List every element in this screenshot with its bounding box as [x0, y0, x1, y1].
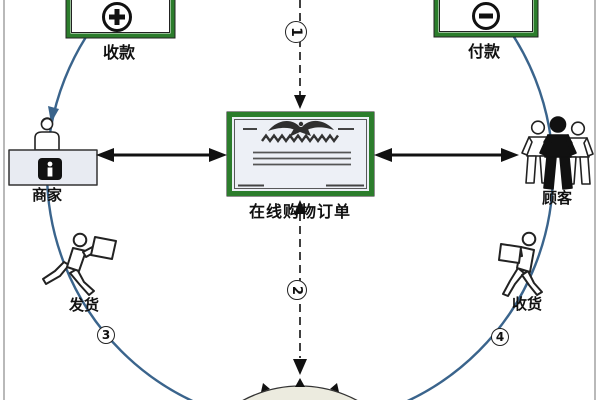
runner-torso [66, 247, 87, 272]
merchant-label: 商家 [31, 186, 63, 204]
runner-front-leg [69, 268, 95, 296]
info-icon [38, 158, 62, 180]
step-4-number: 4 [495, 330, 505, 344]
ship-goods-label: 发货 [68, 296, 100, 314]
step-3-number: 3 [101, 328, 111, 342]
step-2-number: 2 [289, 285, 305, 295]
merchant-hair [41, 117, 51, 123]
order-customer-arrow [374, 148, 519, 162]
ship-goods-figure [42, 232, 117, 296]
step-1-number: 1 [288, 27, 304, 37]
right-border-line [594, 0, 596, 400]
doc-signature-zigzag [261, 133, 339, 144]
globe [242, 378, 358, 400]
merchant-figure [8, 117, 98, 186]
customer-center [539, 116, 577, 190]
make-payment-label: 付款 [467, 42, 501, 61]
plus-icon [102, 2, 132, 32]
runner-back-leg [42, 261, 70, 285]
receive-goods-label: 收货 [511, 295, 543, 313]
runner-head [72, 232, 88, 248]
left-border-line [3, 0, 5, 400]
globe-spike-right [330, 383, 339, 392]
walker-head [521, 231, 537, 247]
step-1-badge: 1 [285, 21, 307, 43]
globe-spike-left [261, 383, 270, 392]
step-3-badge: 3 [97, 326, 115, 344]
runner-parcel [90, 236, 117, 260]
order-label: 在线购物订单 [248, 202, 352, 221]
customer-figures [521, 116, 594, 190]
cycle-arrowhead-to-merchant [48, 106, 59, 123]
walker-right-leg [521, 270, 543, 296]
receive-goods-figure [498, 231, 543, 297]
walker-left-leg [502, 267, 525, 297]
walker-parcel [498, 243, 522, 264]
customer-label: 顾客 [541, 189, 573, 207]
step-2-badge: 2 [287, 280, 307, 300]
minus-icon [472, 2, 500, 30]
top-dashed-arrow [294, 0, 306, 109]
eagle-emblem [268, 120, 334, 137]
receive-payment-label: 收款 [102, 43, 136, 62]
step-4-badge: 4 [491, 328, 509, 346]
order-box [226, 111, 375, 197]
globe-spike-top [295, 378, 305, 387]
merchant-order-arrow [96, 148, 227, 162]
merchant-body [34, 131, 60, 151]
